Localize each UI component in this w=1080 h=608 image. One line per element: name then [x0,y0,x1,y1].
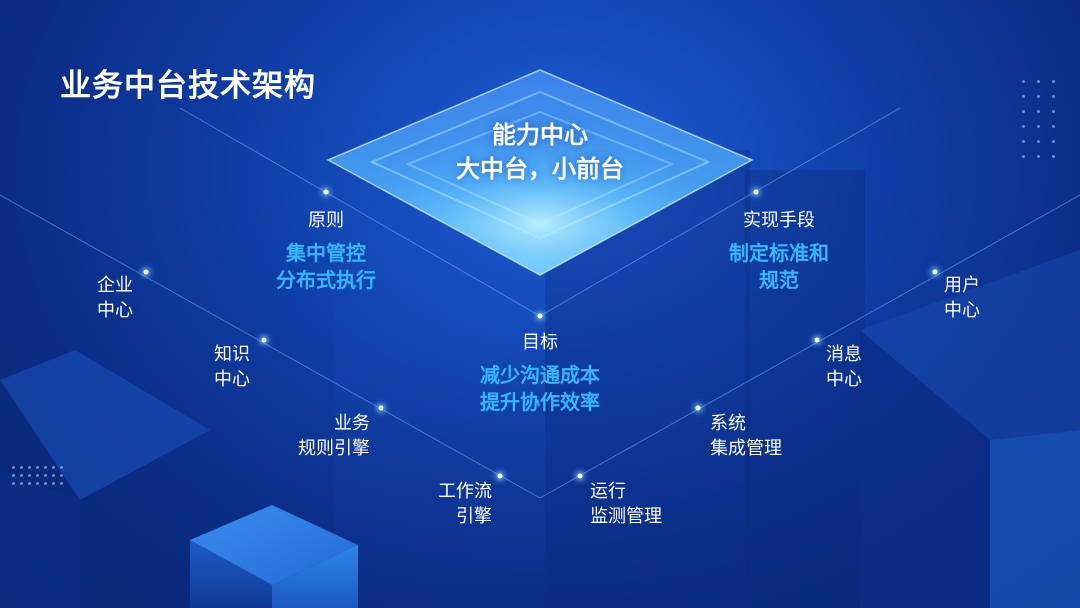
node-line1: 用户 [944,275,980,296]
principle-line2: 分布式执行 [276,268,376,292]
node-business-rule-engine: 业务 规则引擎 [270,411,370,461]
node-line2: 引擎 [456,506,492,527]
node-knowledge-center: 知识 中心 [214,342,250,392]
node-workflow-engine: 工作流 引擎 [412,479,492,529]
glow-dot-icon [497,473,503,479]
means-line2: 规范 [759,268,799,292]
node-message-center: 消息 中心 [826,342,862,392]
glow-dot-icon [378,405,384,411]
node-line2: 规则引擎 [298,438,370,459]
core-capability-center: 能力中心 大中台，小前台 [456,118,624,186]
dot-grid-icon [12,466,63,485]
node-line1: 运行 [590,481,626,502]
principle-label: 原则 [308,210,344,231]
glow-dot-icon [695,405,701,411]
glow-dot-icon [143,269,149,275]
page-title: 业务中台技术架构 [60,68,316,104]
means-content: 制定标准和 规范 [729,240,829,294]
node-line2: 监测管理 [590,506,662,527]
node-runtime-monitoring: 运行 监测管理 [590,479,662,529]
glow-dot-icon [537,313,543,319]
node-line2: 中心 [97,300,133,321]
glow-dot-icon [814,337,820,343]
goal-content: 减少沟通成本 提升协作效率 [480,362,600,416]
node-enterprise-center: 企业 中心 [97,273,133,323]
node-line1: 工作流 [438,481,492,502]
node-line1: 消息 [826,344,862,365]
goal-label: 目标 [522,332,558,353]
node-line2: 中心 [826,369,862,390]
dot-grid-icon [1022,80,1055,158]
glow-dot-icon [753,189,759,195]
node-line1: 业务 [334,413,370,434]
goal-line2: 提升协作效率 [480,390,600,414]
node-line1: 知识 [214,344,250,365]
principle-line1: 集中管控 [286,241,366,265]
principle-content: 集中管控 分布式执行 [276,240,376,294]
goal-line1: 减少沟通成本 [480,363,600,387]
node-line2: 中心 [944,300,980,321]
glow-dot-icon [932,269,938,275]
core-title: 能力中心 [492,121,588,149]
node-line1: 系统 [710,413,746,434]
glow-dot-icon [577,473,583,479]
means-line1: 制定标准和 [729,241,829,265]
means-label: 实现手段 [743,210,815,231]
node-line1: 企业 [97,275,133,296]
node-system-integration: 系统 集成管理 [710,411,782,461]
node-line2: 中心 [214,369,250,390]
core-subtitle: 大中台，小前台 [456,155,624,183]
node-user-center: 用户 中心 [944,273,980,323]
node-line2: 集成管理 [710,438,782,459]
glow-dot-icon [261,337,267,343]
glow-dot-icon [323,189,329,195]
